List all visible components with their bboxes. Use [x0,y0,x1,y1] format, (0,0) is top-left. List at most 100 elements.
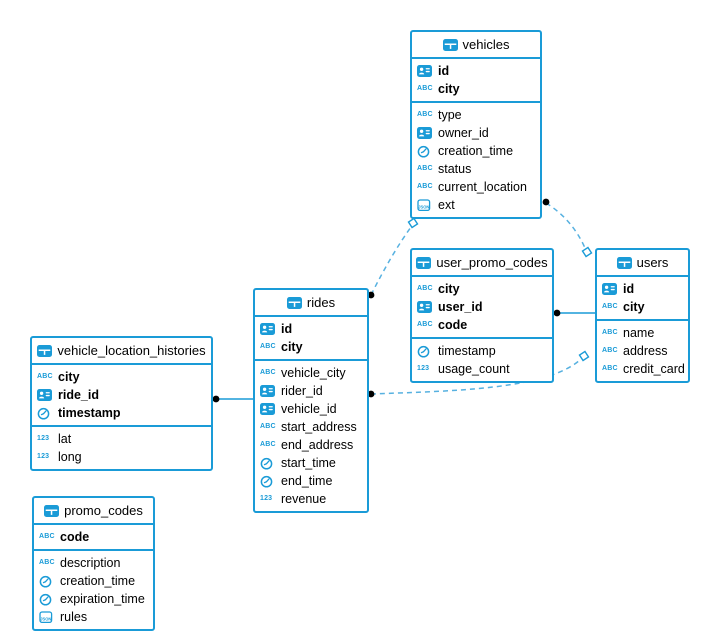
field-type-icon-wrap: ABC [417,108,434,122]
field-row-city: ABC city [412,80,540,98]
connector-diamond-vehicles [407,217,419,229]
field-row-user_id: user_id [412,298,552,316]
field-name: owner_id [438,126,489,140]
field-type-icon-wrap: ABC [602,344,619,358]
field-type-icon-wrap: ABC [417,162,434,176]
id-icon [602,283,617,295]
table-title: user_promo_codes [436,255,548,270]
number-type-icon: 123 [417,365,430,372]
connector-diamond-users [581,246,593,258]
table-header-vehicle_location_histories[interactable]: vehicle_location_histories [32,338,211,365]
field-type-icon-wrap: ABC [260,366,277,380]
field-type-icon-wrap: JSON [39,610,56,624]
table-header-user_promo_codes[interactable]: user_promo_codes [412,250,552,277]
field-row-city: ABC city [32,368,211,386]
field-type-icon-wrap: 123 [417,362,434,376]
field-name: city [58,370,80,384]
text-type-icon: ABC [260,369,276,376]
text-type-icon: ABC [260,441,276,448]
field-name: vehicle_id [281,402,337,416]
field-type-icon-wrap [37,388,54,402]
field-row-long: 123 long [32,448,211,466]
field-name: city [438,82,460,96]
table-icon [416,256,432,269]
table-header-users[interactable]: users [597,250,688,277]
field-row-name: ABC name [597,324,688,342]
table-title: vehicle_location_histories [57,343,206,358]
number-type-icon: 123 [37,453,50,460]
field-name: description [60,556,121,570]
field-type-icon-wrap [417,144,434,158]
field-name: id [438,64,450,78]
field-type-icon-wrap [417,344,434,358]
text-type-icon: ABC [602,329,618,336]
field-type-icon-wrap [260,456,277,470]
text-type-icon: ABC [417,165,433,172]
field-type-icon-wrap [39,592,56,606]
field-name: lat [58,432,72,446]
table-header-vehicles[interactable]: vehicles [412,32,540,59]
id-icon [260,385,275,397]
field-type-icon-wrap: ABC [417,82,434,96]
time-icon [37,407,50,420]
id-icon [417,127,432,139]
text-type-icon: ABC [37,373,53,380]
id-icon [260,403,275,415]
connector-dot-vehicles [542,198,550,206]
field-type-icon-wrap: ABC [39,556,56,570]
field-type-icon-wrap: ABC [37,370,54,384]
field-type-icon-wrap: ABC [39,530,56,544]
text-type-icon: ABC [39,559,55,566]
field-name: creation_time [60,574,136,588]
field-name: long [58,450,82,464]
field-type-icon-wrap [417,64,434,78]
number-type-icon: 123 [37,435,50,442]
svg-text:JSON: JSON [40,616,51,621]
connector-dot-vehicle_location_histories [212,395,220,403]
field-row-rider_id: rider_id [255,382,367,400]
field-type-icon-wrap: ABC [417,318,434,332]
field-name: ext [438,198,455,212]
table-icon-wrap [442,38,458,52]
text-type-icon: ABC [417,111,433,118]
field-row-ride_id: ride_id [32,386,211,404]
time-icon [39,593,52,606]
field-name: ride_id [58,388,99,402]
field-row-ext: JSON ext [412,196,540,214]
field-name: name [623,326,655,340]
table-icon-wrap [286,296,302,310]
table-header-promo_codes[interactable]: promo_codes [34,498,153,525]
text-type-icon: ABC [417,183,433,190]
field-row-lat: 123 lat [32,430,211,448]
connector-dot-rides [367,291,375,299]
text-type-icon: ABC [602,303,618,310]
fields-section: 123 lat 123 long [32,427,211,469]
json-icon: JSON [417,198,431,211]
field-name: end_time [281,474,333,488]
json-icon: JSON [39,610,53,623]
field-name: current_location [438,180,527,194]
table-header-rides[interactable]: rides [255,290,367,317]
table-icon [44,504,60,517]
table-title: users [636,255,669,270]
text-type-icon: ABC [260,343,276,350]
field-name: city [281,340,303,354]
table-icon [37,344,53,357]
field-name: rider_id [281,384,323,398]
